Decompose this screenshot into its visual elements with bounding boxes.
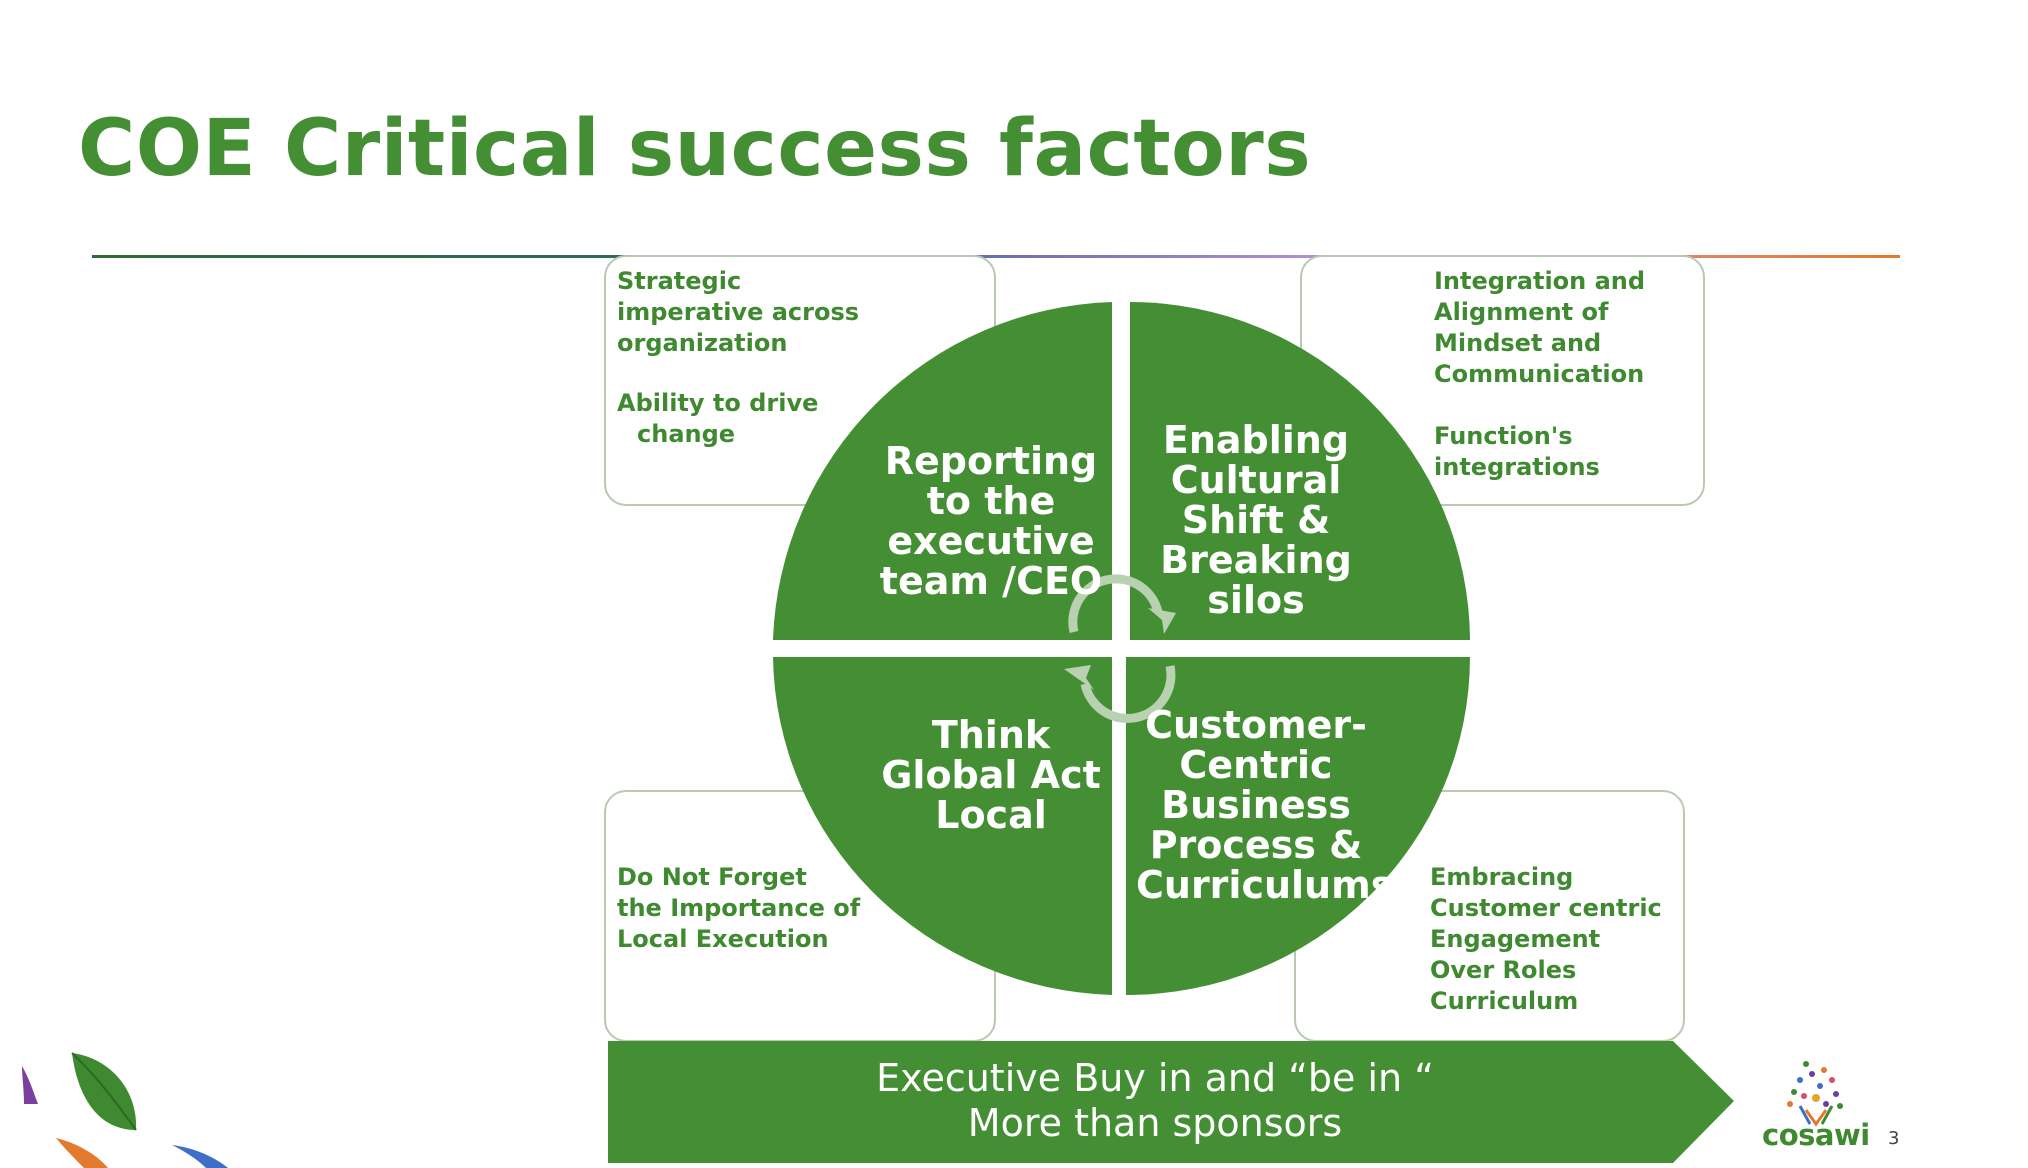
quad-line: Think bbox=[931, 713, 1051, 757]
arrowhead-bottom-icon bbox=[1064, 665, 1094, 690]
quad-line: Business bbox=[1161, 783, 1351, 827]
page-number: 3 bbox=[1888, 1128, 1900, 1149]
box-text-line: Over Roles bbox=[1430, 956, 1577, 984]
quadrant-top-right-label: Enabling Cultural Shift & Breaking silos bbox=[1136, 420, 1376, 620]
brand-name: cosawi bbox=[1762, 1118, 1870, 1152]
quad-line: Process & bbox=[1149, 823, 1363, 867]
quadrant-bottom-left-label: Think Global Act Local bbox=[876, 715, 1106, 835]
quad-line: Breaking bbox=[1160, 538, 1352, 582]
box-text-line: Function's bbox=[1434, 422, 1573, 450]
quadrant-bottom-right-shape bbox=[1126, 657, 1470, 995]
box-top-left-text: Strategic imperative across organization… bbox=[617, 266, 859, 450]
box-bottom-left-text: Do Not Forget the Importance of Local Ex… bbox=[617, 862, 860, 955]
box-text-line: integrations bbox=[1434, 453, 1600, 481]
quad-line: Local bbox=[935, 793, 1047, 837]
box-text-line: change bbox=[637, 420, 736, 448]
box-text-line: the Importance of bbox=[617, 894, 861, 922]
box-top-right-text: Integration and Alignment of Mindset and… bbox=[1434, 266, 1645, 483]
cycle-arrow-top-icon bbox=[1068, 574, 1163, 634]
quad-line: team /CEO bbox=[879, 559, 1103, 603]
quadrant-bottom-right-label: Customer- Centric Business Process & Cur… bbox=[1136, 703, 1394, 907]
box-text-line: Mindset and bbox=[1434, 329, 1602, 357]
quad-line: Enabling bbox=[1162, 418, 1350, 462]
page-title: COE Critical success factors bbox=[78, 104, 1312, 194]
box-text-line: Embracing bbox=[1430, 863, 1574, 891]
quad-line: Curriculums bbox=[1136, 863, 1394, 907]
quad-line: Cultural bbox=[1170, 458, 1342, 502]
banner-line: More than sponsors bbox=[967, 1101, 1343, 1145]
box-text-line: organization bbox=[617, 329, 788, 357]
quad-line: executive bbox=[887, 519, 1095, 563]
arrowhead-top-icon bbox=[1148, 608, 1176, 634]
cosawi-logo-icon bbox=[1787, 1061, 1843, 1127]
quad-line: Customer- bbox=[1145, 703, 1367, 747]
box-text-line: Engagement bbox=[1430, 925, 1601, 953]
leaves-logo-icon bbox=[22, 1052, 228, 1168]
box-text-line: Ability to drive bbox=[617, 389, 819, 417]
quadrant-top-left-label: Reporting to the executive team /CEO bbox=[876, 441, 1106, 601]
quadrant-top-left-shape bbox=[773, 302, 1112, 640]
box-text-line: imperative across bbox=[617, 298, 860, 326]
executive-banner-text: Executive Buy in and “be in “ More than … bbox=[640, 1056, 1670, 1146]
quad-line: Global Act bbox=[881, 753, 1101, 797]
box-text-line: Customer centric bbox=[1430, 894, 1662, 922]
box-text-line: Strategic bbox=[617, 267, 742, 295]
box-text-line: Local Execution bbox=[617, 925, 829, 953]
box-bottom-right-text: Embracing Customer centric Engagement Ov… bbox=[1430, 862, 1662, 1017]
box-text-line: Integration and bbox=[1434, 267, 1646, 295]
box-text-line: Communication bbox=[1434, 360, 1645, 388]
quad-line: Reporting bbox=[884, 439, 1098, 483]
banner-line: Executive Buy in and “be in “ bbox=[876, 1056, 1434, 1100]
box-text-line: Alignment of bbox=[1434, 298, 1609, 326]
box-text-line: Curriculum bbox=[1430, 987, 1579, 1015]
quadrant-bottom-left-shape bbox=[773, 657, 1112, 995]
quad-line: Centric bbox=[1179, 743, 1333, 787]
executive-banner-shape bbox=[608, 1041, 1734, 1163]
box-text-line: Do Not Forget bbox=[617, 863, 807, 891]
quadrant-top-right-shape bbox=[1130, 302, 1470, 640]
cycle-arrow-bottom-icon bbox=[1080, 665, 1176, 723]
quad-line: to the bbox=[926, 479, 1056, 523]
quad-line: Shift & bbox=[1181, 498, 1331, 542]
quad-line: silos bbox=[1207, 578, 1305, 622]
